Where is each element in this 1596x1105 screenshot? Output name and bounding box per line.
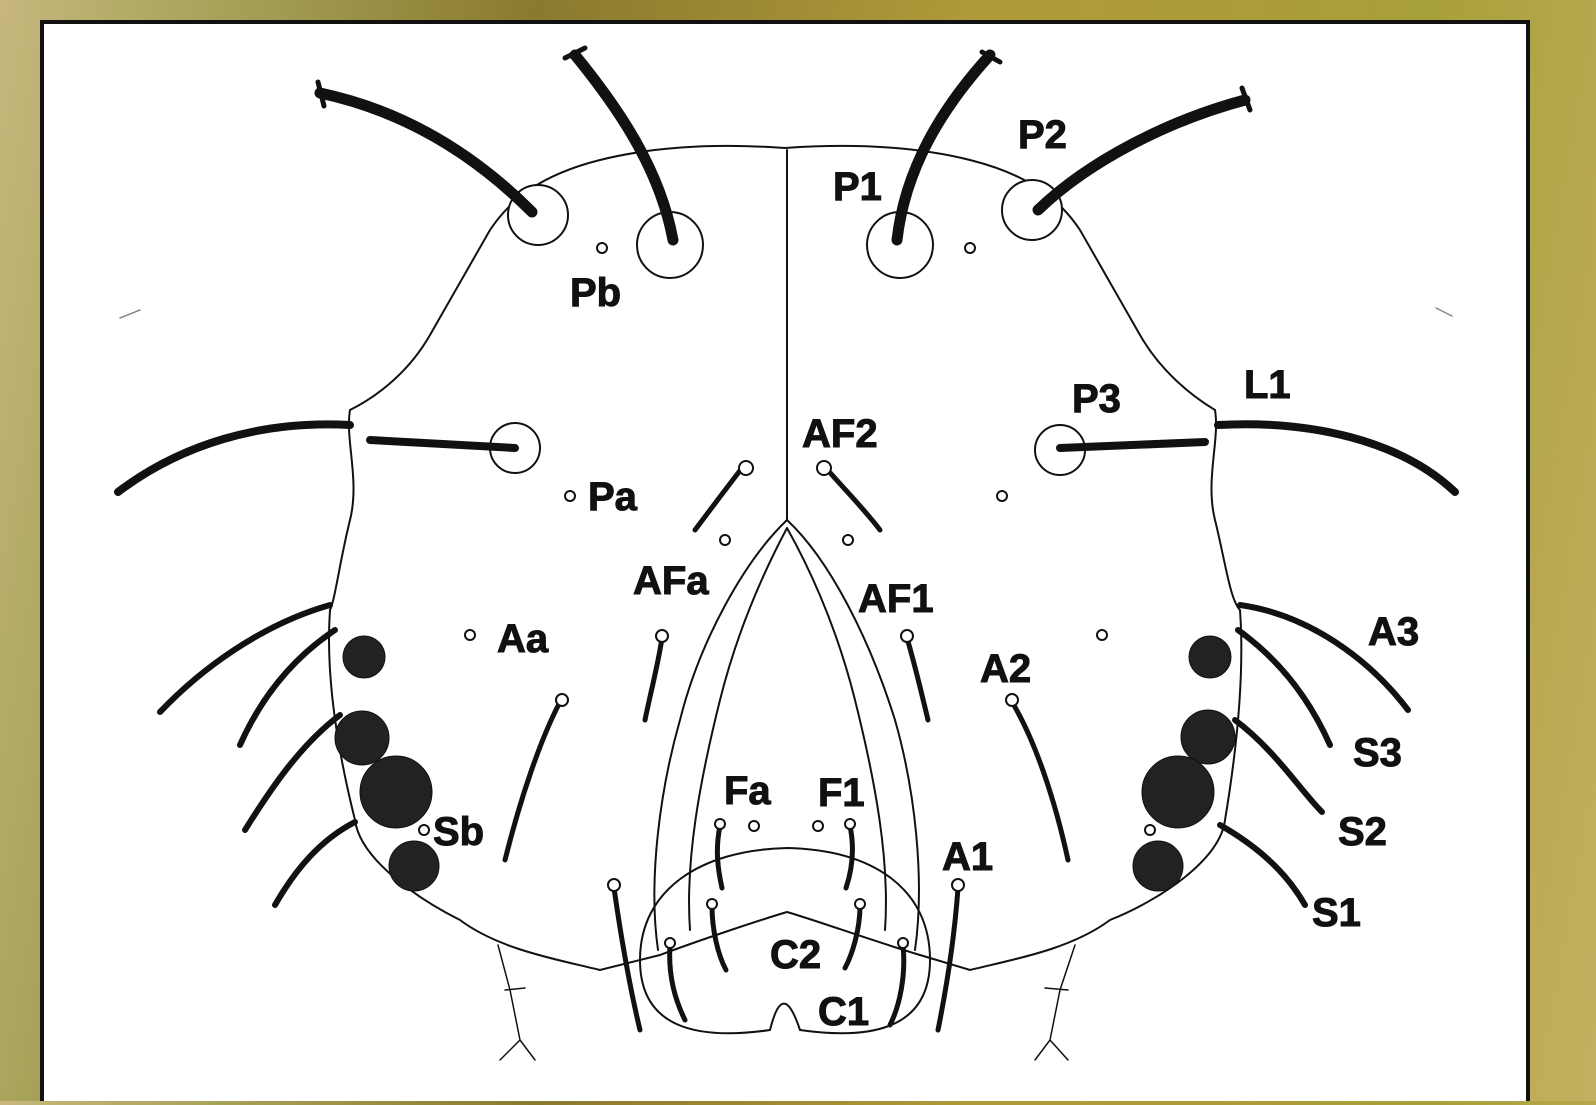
socket-C1-right [898,938,908,948]
seta-left-A1-long [614,888,640,1030]
stemma-right-3 [1142,756,1214,828]
head-chaetotaxy-diagram: P1 P2 Pb P3 L1 AF2 Pa AFa AF1 Aa A2 A3 S… [44,24,1534,1105]
seta-left-AFa-long [645,638,662,720]
pore-right-Aa [1097,630,1107,640]
pinaculum-right-P2 [1002,180,1062,240]
antenna-right [1035,945,1075,1060]
pore-Fa [749,821,759,831]
seta-left-L1 [118,424,350,492]
stemma-left-4 [389,841,439,891]
seta-left-Fa [717,826,722,888]
label-P2: P2 [1018,113,1067,157]
label-Fa: Fa [724,769,771,813]
socket-C2-left [707,899,717,909]
seta-left-A3 [160,605,330,712]
label-Pb: Pb [570,271,621,315]
socket-A1-left [608,879,620,891]
label-AF1: AF1 [858,577,934,621]
pore-F1 [813,821,823,831]
stemma-left-1 [343,636,385,678]
pore-Sb [419,825,429,835]
label-AFa: AFa [633,559,709,603]
seta-right-A2-long [1012,702,1068,860]
stemma-left-3 [360,756,432,828]
socket-AF1-right [901,630,913,642]
label-C1: C1 [818,990,869,1034]
pore-right-Pb [965,243,975,253]
socket-AFa-left [656,630,668,642]
socket-Sb-left [556,694,568,706]
label-F1: F1 [818,771,865,815]
pore-Pa [565,491,575,501]
socket-A1-right [952,879,964,891]
pore-Aa [465,630,475,640]
seta-right-C1 [890,945,904,1025]
label-A3: A3 [1368,610,1419,654]
label-Sb: Sb [433,810,484,854]
pore-AFa [720,535,730,545]
socket-C1-left [665,938,675,948]
label-Aa: Aa [497,617,549,661]
seta-right-P2 [1038,100,1245,210]
socket-F1 [845,819,855,829]
socket-left-AF2 [739,461,753,475]
diagram-frame: P1 P2 Pb P3 L1 AF2 Pa AFa AF1 Aa A2 A3 S… [40,20,1530,1101]
pore-right-Sb [1145,825,1155,835]
label-A1: A1 [942,835,993,879]
label-P1: P1 [833,165,882,209]
socket-C2-right [855,899,865,909]
seta-right-C2 [845,906,860,968]
seta-left-C2 [712,906,726,970]
stemma-right-4 [1133,841,1183,891]
socket-Fa [715,819,725,829]
seta-left-AF2 [695,468,742,530]
seta-right-P1 [897,55,990,240]
label-S2: S2 [1338,810,1387,854]
pore-right-AFa [843,535,853,545]
label-S1: S1 [1312,891,1361,935]
stemma-right-1 [1189,636,1231,678]
stemma-left-2 [335,711,389,765]
antenna-left [498,945,535,1060]
label-P3: P3 [1072,377,1121,421]
seta-right-AF1-long [907,638,928,720]
edge-mark-left [120,310,140,318]
seta-right-S3 [1238,630,1330,745]
seta-left-C1 [670,945,685,1020]
seta-left-S1 [275,822,355,905]
pore-right-Pa [997,491,1007,501]
seta-right-L1 [1218,424,1455,492]
socket-right-AF2 [817,461,831,475]
seta-right-S1 [1220,825,1305,905]
seta-right-AF2 [826,468,880,530]
edge-mark-right [1436,308,1452,316]
label-AF2: AF2 [802,412,878,456]
seta-left-S2 [245,715,340,830]
stemma-right-2 [1181,710,1235,764]
seta-right-A1-long [938,888,958,1030]
seta-left-Sb-long [505,702,560,860]
seta-right-S2 [1235,720,1322,812]
label-L1: L1 [1244,363,1291,407]
seta-left-P1 [575,55,673,240]
label-A2: A2 [980,647,1031,691]
seta-left-P2 [320,93,532,212]
seta-tip-left-P2 [318,82,324,106]
label-Pa: Pa [588,475,638,519]
socket-A2-right [1006,694,1018,706]
label-S3: S3 [1353,731,1402,775]
pore-Pb [597,243,607,253]
label-C2: C2 [770,933,821,977]
